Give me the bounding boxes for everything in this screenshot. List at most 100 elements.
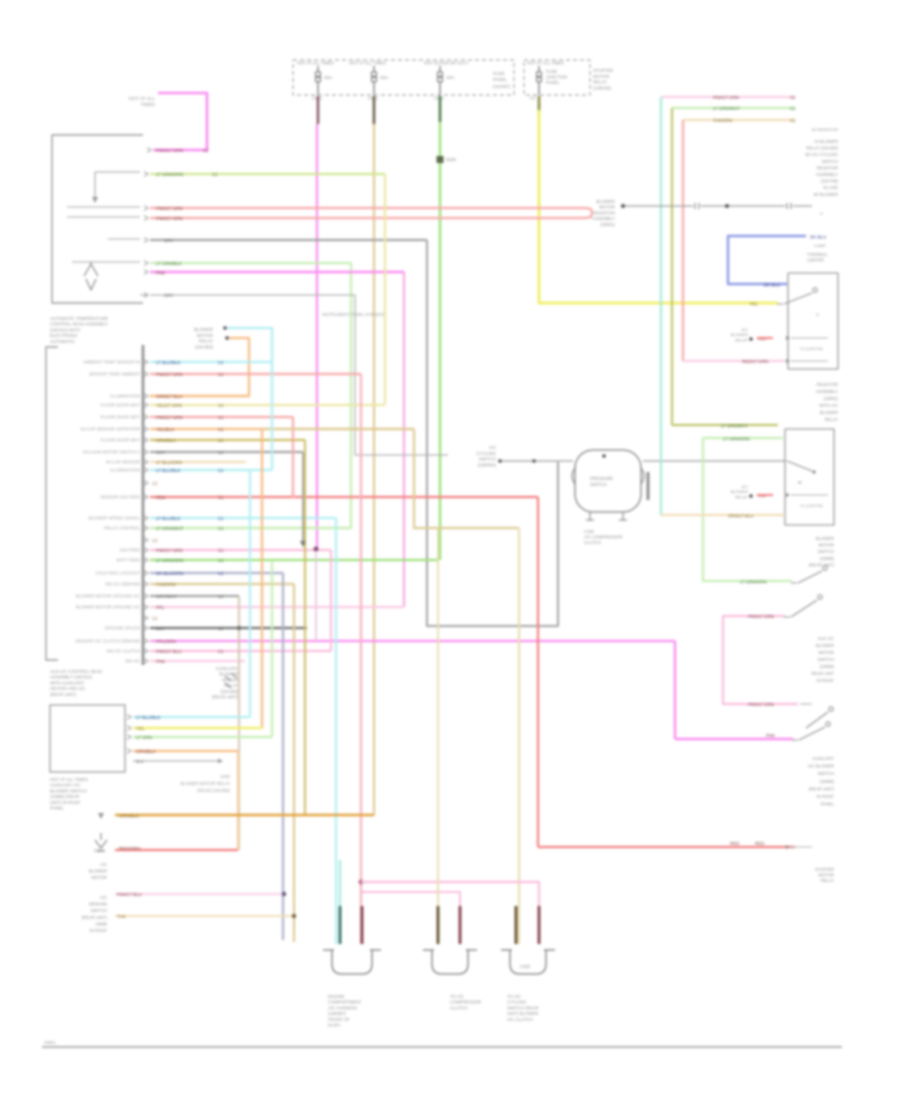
svg-text:SW A/C DEMAND: SW A/C DEMAND <box>105 582 140 587</box>
svg-text:FUSE: FUSE <box>493 71 505 76</box>
svg-text:LT GRN/ORN: LT GRN/ORN <box>156 558 183 563</box>
svg-text:WITH A/C: WITH A/C <box>819 403 838 408</box>
svg-text:(19D887): (19D887) <box>328 1011 346 1016</box>
svg-text:(18591): (18591) <box>824 396 839 401</box>
svg-text:C2: C2 <box>218 438 224 443</box>
svg-text:MOTOR: MOTOR <box>593 74 609 79</box>
svg-text:PNK/LT GRN: PNK/LT GRN <box>713 95 739 100</box>
svg-text:STARTER: STARTER <box>593 68 613 73</box>
svg-text:GRY: GRY <box>156 450 166 455</box>
svg-text:A/C CLUTCH: A/C CLUTCH <box>507 1017 533 1022</box>
svg-text:BLOWER SWITCH: BLOWER SWITCH <box>50 788 87 793</box>
svg-text:INSTRUMENT PANEL HARNESS: INSTRUMENT PANEL HARNESS <box>322 312 385 317</box>
svg-text:C2 (19A706): C2 (19A706) <box>800 503 823 508</box>
svg-text:LT BLU/ORN: LT BLU/ORN <box>156 460 182 465</box>
svg-text:PNK: PNK <box>766 733 775 738</box>
svg-text:RESISTOR: RESISTOR <box>817 382 838 387</box>
svg-text:ORN/LT BLU: ORN/LT BLU <box>728 514 753 519</box>
svg-text:CONTROL HEAD ASSEMBLY: CONTROL HEAD ASSEMBLY <box>50 322 108 327</box>
svg-text:A/C: A/C <box>741 484 748 489</box>
svg-text:YEL/LT GRN: YEL/LT GRN <box>156 403 182 408</box>
svg-text:BLOWER MOTOR GROUND A/C: BLOWER MOTOR GROUND A/C <box>76 594 140 599</box>
svg-text:DK BLU: DK BLU <box>810 235 826 240</box>
svg-text:FRONT OF: FRONT OF <box>328 1017 350 1022</box>
svg-text:RED/LT GRN: RED/LT GRN <box>742 359 768 364</box>
svg-text:W/ A/C CYCLING: W/ A/C CYCLING <box>805 152 838 157</box>
svg-text:SWITCH: SWITCH <box>821 159 838 164</box>
svg-text:COMPARTMENT: COMPARTMENT <box>328 1000 362 1005</box>
svg-text:SWITCH: SWITCH <box>817 657 834 662</box>
svg-text:COLD ENG LOCKOUT: COLD ENG LOCKOUT <box>96 571 141 576</box>
svg-text:RED: RED <box>156 495 166 500</box>
svg-text:BLOWER SPEED SIGNAL: BLOWER SPEED SIGNAL <box>89 516 141 521</box>
svg-text:ORN/LT BLU: ORN/LT BLU <box>156 394 182 399</box>
svg-text:(18C612) WITH: (18C612) WITH <box>50 327 80 332</box>
svg-text:C320: C320 <box>520 964 531 969</box>
svg-text:(REAR UNIT): (REAR UNIT) <box>809 562 835 567</box>
svg-text:GROUND SPLICE: GROUND SPLICE <box>104 626 140 631</box>
svg-text:C2: C2 <box>218 626 224 631</box>
svg-text:TAN: TAN <box>117 914 125 919</box>
svg-text:HI BLOWER: HI BLOWER <box>815 139 839 144</box>
svg-text:AUXILIARY: AUXILIARY <box>812 756 834 761</box>
svg-text:SWITCH: SWITCH <box>479 457 496 462</box>
svg-text:DEMAND: DEMAND <box>89 902 107 907</box>
svg-text:PANEL: PANEL <box>546 80 560 85</box>
svg-text:C2: C2 <box>790 106 796 111</box>
svg-text:IN ROOF: IN ROOF <box>817 794 835 799</box>
svg-text:PNK: PNK <box>156 659 165 664</box>
svg-text:C2: C2 <box>218 649 224 654</box>
svg-text:FLOOR DOOR MOT: FLOOR DOOR MOT <box>100 415 140 420</box>
svg-text:RELAY: RELAY <box>735 337 748 342</box>
svg-text:SENSOR IGN FEED: SENSOR IGN FEED <box>100 495 140 500</box>
svg-text:M: M <box>798 480 802 485</box>
svg-text:AUXILIARY A/C: AUXILIARY A/C <box>50 783 80 788</box>
svg-text:SENSOR A/C CLUTCH DEMAND: SENSOR A/C CLUTCH DEMAND <box>75 639 140 644</box>
svg-text:C2: C2 <box>218 558 224 563</box>
svg-text:C155: C155 <box>584 529 595 534</box>
svg-text:ORN/BLK: ORN/BLK <box>119 814 140 819</box>
svg-text:MOTOR: MOTOR <box>818 543 834 548</box>
svg-text:LT BLU/BLK: LT BLU/BLK <box>156 468 181 473</box>
svg-text:(REAR UNIT): (REAR UNIT) <box>50 692 77 697</box>
svg-text:AUXILIARY: AUXILIARY <box>216 666 239 671</box>
svg-text:JUNCTION: JUNCTION <box>546 75 567 80</box>
svg-text:DK BLU/ORN: DK BLU/ORN <box>156 571 184 576</box>
svg-text:SWITCH (REAR: SWITCH (REAR <box>507 1005 539 1010</box>
svg-text:GRY/WHT: GRY/WHT <box>156 594 177 599</box>
svg-text:C2: C2 <box>218 526 224 531</box>
svg-text:C2: C2 <box>218 548 224 553</box>
svg-text:RELAY: RELAY <box>735 494 748 499</box>
svg-text:(19A350): (19A350) <box>220 689 238 694</box>
svg-text:GRY: GRY <box>164 238 174 243</box>
svg-text:HOT AT ALL TIMES: HOT AT ALL TIMES <box>297 61 334 66</box>
svg-text:HOT AT ALL TIMES: HOT AT ALL TIMES <box>50 777 88 782</box>
svg-text:LT GRN/BLK: LT GRN/BLK <box>156 261 182 266</box>
svg-text:PNK/LT GRN: PNK/LT GRN <box>156 415 183 420</box>
svg-text:ILLUMINATION: ILLUMINATION <box>110 394 140 399</box>
svg-text:PRESSURE: PRESSURE <box>590 476 613 481</box>
svg-text:IN LINE: IN LINE <box>823 185 838 190</box>
svg-text:15A: 15A <box>380 75 389 80</box>
svg-text:SENSOR TEMP AMBIENT: SENSOR TEMP AMBIENT <box>89 372 141 377</box>
svg-text:C2: C2 <box>152 481 158 486</box>
svg-text:MOTOR: MOTOR <box>91 875 107 880</box>
svg-text:C2: C2 <box>530 96 536 101</box>
svg-text:CYCLING: CYCLING <box>507 1000 527 1005</box>
svg-text:WITH AUXILIARY: WITH AUXILIARY <box>50 680 84 685</box>
svg-text:ILLUMINATION: ILLUMINATION <box>110 468 140 473</box>
svg-text:PANEL: PANEL <box>821 802 835 807</box>
svg-text:YEL/BLK: YEL/BLK <box>156 427 174 432</box>
svg-text:S400: S400 <box>220 774 230 779</box>
svg-text:G204: G204 <box>94 848 105 853</box>
svg-text:PNK/LT GRN: PNK/LT GRN <box>156 148 183 153</box>
svg-text:TAN/ORN: TAN/ORN <box>156 582 176 587</box>
svg-text:IGN FEED: IGN FEED <box>120 548 140 553</box>
svg-text:C2: C2 <box>218 427 224 432</box>
svg-text:A/C COMPRESSOR: A/C COMPRESSOR <box>584 535 622 540</box>
svg-text:PANEL: PANEL <box>493 77 508 82</box>
svg-text:ASSEMBLY: ASSEMBLY <box>592 216 615 221</box>
svg-text:(19D594): (19D594) <box>478 462 497 467</box>
svg-text:SWITCH: SWITCH <box>817 771 834 776</box>
svg-text:BLOWER: BLOWER <box>731 332 748 337</box>
